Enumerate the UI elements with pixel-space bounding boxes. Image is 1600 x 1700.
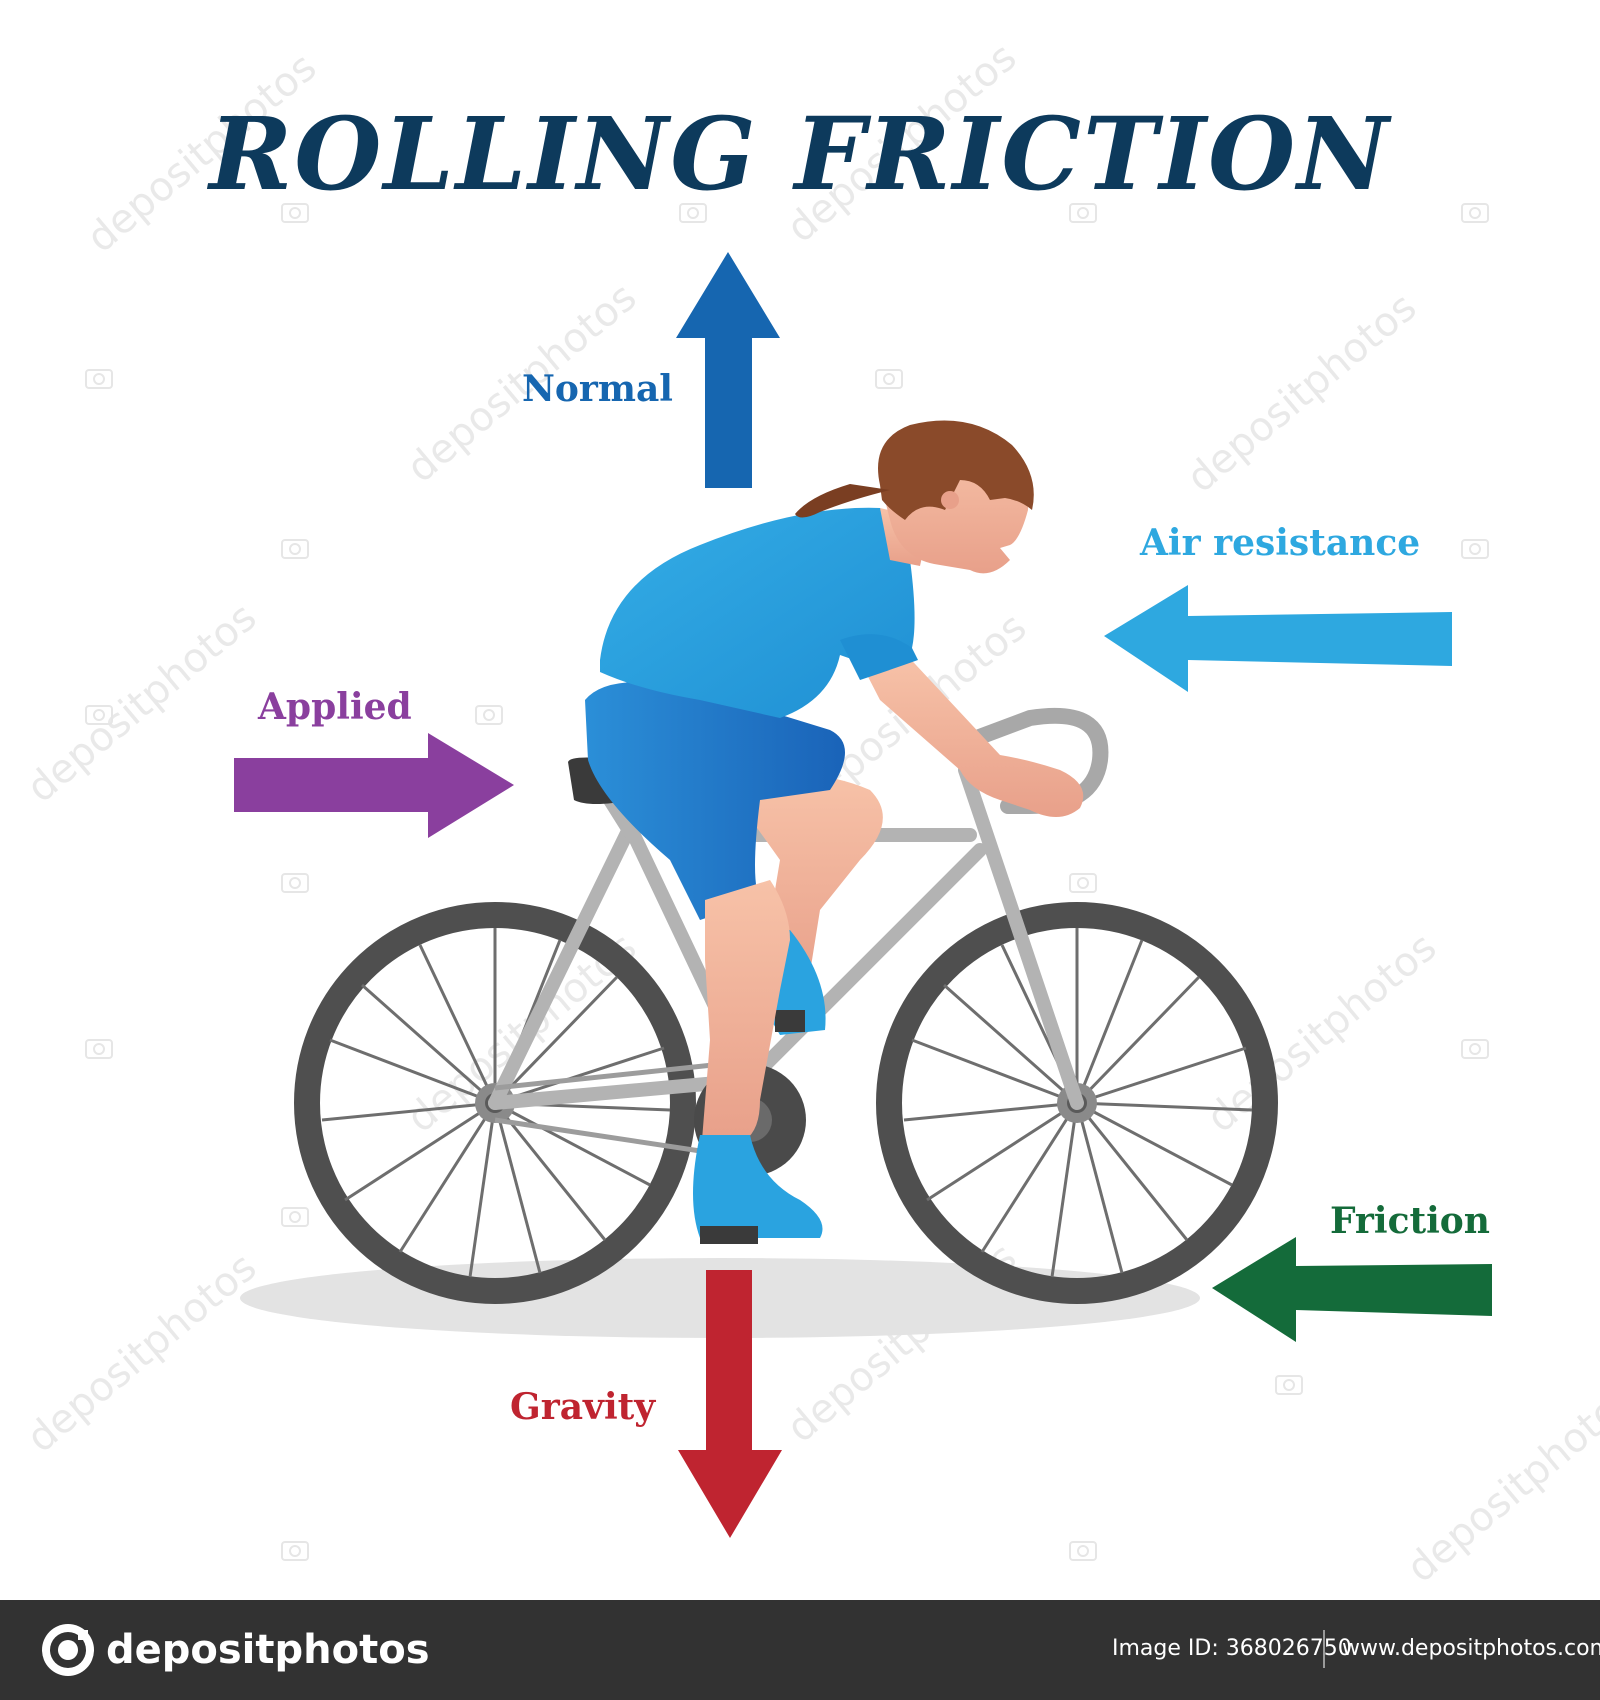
rear-wheel — [294, 902, 696, 1304]
cyclist-shorts — [585, 682, 845, 920]
image-id-text: Image ID: 368026750 — [1112, 1636, 1352, 1661]
gravity-force-arrow — [678, 1270, 782, 1538]
normal-force-arrow — [676, 252, 780, 488]
friction-force-label: Friction — [1330, 1200, 1490, 1242]
friction-force-arrow — [1212, 1237, 1492, 1342]
brand-logo[interactable]: depositphotos — [40, 1622, 430, 1678]
diagram-title: ROLLING FRICTION — [209, 95, 1391, 213]
cyclist-near-leg — [693, 880, 823, 1244]
diagram-canvas: depositphotos depositphotos depositphoto… — [18, 34, 1600, 1592]
air-resistance-force-arrow — [1104, 585, 1452, 692]
illustration-svg — [85, 203, 1492, 1561]
depositphotos-logo-icon — [42, 1624, 94, 1676]
camera-icon — [85, 203, 1489, 1561]
site-url-link[interactable]: www.depositphotos.com — [1342, 1636, 1600, 1661]
gravity-force-label: Gravity — [510, 1386, 656, 1428]
cyclist-arm — [840, 634, 1084, 818]
applied-force-arrow — [234, 733, 514, 838]
normal-force-label: Normal — [522, 368, 673, 410]
footer-divider — [1323, 1630, 1325, 1668]
front-wheel — [876, 902, 1278, 1304]
applied-force-label: Applied — [258, 686, 412, 728]
cyclist-jersey — [600, 507, 915, 718]
air-resistance-force-label: Air resistance — [1140, 522, 1421, 564]
cyclist-head — [795, 420, 1034, 574]
brand-name: depositphotos — [106, 1627, 430, 1673]
stock-footer-bar: depositphotos Image ID: 368026750 www.de… — [0, 1600, 1600, 1700]
